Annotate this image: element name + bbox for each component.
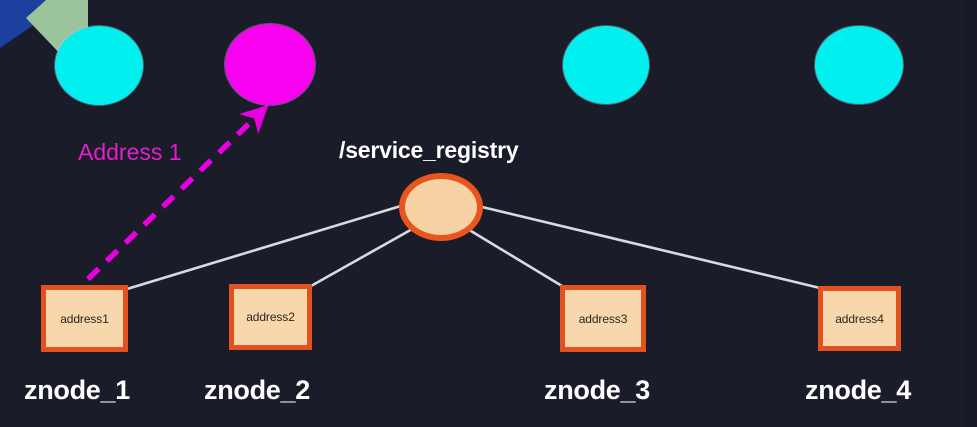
znode-1-address-value: address1 (60, 311, 109, 326)
edge-root-to-znode-1 (125, 203, 406, 291)
znode-4-label: znode_4 (805, 375, 911, 405)
client-ellipse-3[interactable] (563, 26, 649, 104)
znode-3-address-box[interactable]: address3 (560, 285, 646, 352)
client-ellipse-1[interactable] (55, 26, 143, 105)
znode-1-label: znode_1 (24, 375, 130, 405)
znode-2-address-box[interactable]: address2 (229, 284, 312, 350)
znode-1-address-box[interactable]: address1 (41, 285, 128, 352)
znode-4-address-value: address4 (835, 311, 884, 326)
znode-3-address-value: address3 (578, 311, 628, 326)
client-ellipse-4[interactable] (815, 26, 903, 104)
root-node-label: /service_registry (339, 137, 519, 163)
znode-2-address-value: address2 (246, 310, 295, 324)
edge-root-to-znode-2 (309, 226, 416, 288)
client-ellipse-2[interactable] (225, 24, 315, 105)
right-edge-strip (965, 0, 977, 427)
edge-root-to-znode-4 (476, 204, 822, 290)
root-node-service-registry[interactable] (399, 173, 483, 241)
znode-3-label: znode_3 (544, 375, 650, 405)
znode-2-label: znode_2 (204, 375, 310, 405)
edge-root-to-znode-3 (464, 226, 564, 288)
address1-annotation-label: Address 1 (78, 139, 182, 165)
znode-4-address-box[interactable]: address4 (818, 286, 901, 351)
